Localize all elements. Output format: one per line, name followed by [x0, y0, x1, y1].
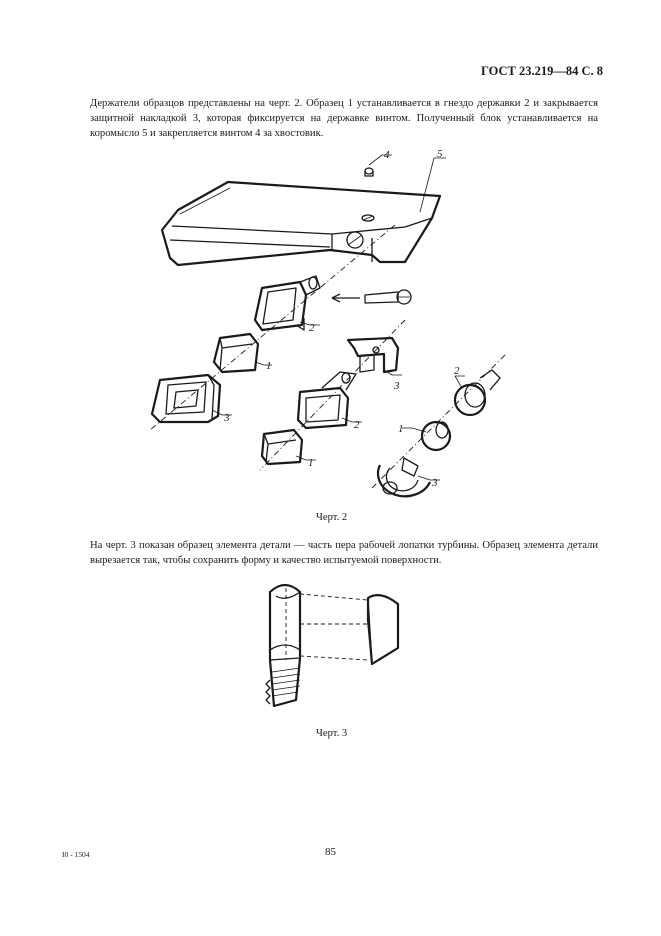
screw-arrow: [331, 289, 412, 305]
rocker-arm: [160, 180, 442, 267]
holder-2-top: [253, 275, 321, 332]
holder-2-round: [453, 369, 501, 417]
cover-3-middle: [346, 336, 400, 374]
label-holder-2-top: 2: [309, 322, 315, 334]
label-sample-1-middle: 1: [308, 457, 314, 469]
sample-1-middle: [260, 428, 304, 466]
page-number: 85: [325, 846, 336, 858]
label-cover-3-left: 3: [223, 412, 230, 424]
sample-1-top: [212, 332, 260, 374]
document-header: ГОСТ 23.219—84 С. 8: [480, 64, 603, 78]
screw-4: [364, 167, 374, 177]
blade-section-sample: [366, 593, 400, 666]
paragraph-holders: Держатели образцов представлены на черт.…: [90, 98, 598, 139]
turbine-blade-drawing: [265, 583, 302, 708]
label-sample-1-round: 1: [398, 423, 404, 435]
figure-3-caption: Черт. 3: [316, 728, 348, 739]
label-cover-3-middle: 3: [393, 380, 400, 392]
label-holder-2-round: 2: [454, 365, 460, 377]
label-screw-4: 4: [384, 149, 390, 161]
label-sample-1-top: 1: [266, 360, 272, 372]
sample-1-round: [420, 420, 452, 452]
footer-code: I0 - 1504: [62, 850, 90, 859]
cover-3-left: [150, 373, 222, 424]
label-cover-3-round: 3: [431, 477, 438, 489]
paragraph-blade-sample: На черт. 3 показан образец элемента дета…: [90, 540, 598, 566]
label-rocker-5: 5: [437, 148, 443, 160]
label-holder-2-middle: 2: [354, 419, 360, 431]
cover-3-round: [377, 457, 431, 498]
figure-2-caption: Черт. 2: [316, 512, 348, 523]
holder-2-middle: [296, 371, 357, 430]
